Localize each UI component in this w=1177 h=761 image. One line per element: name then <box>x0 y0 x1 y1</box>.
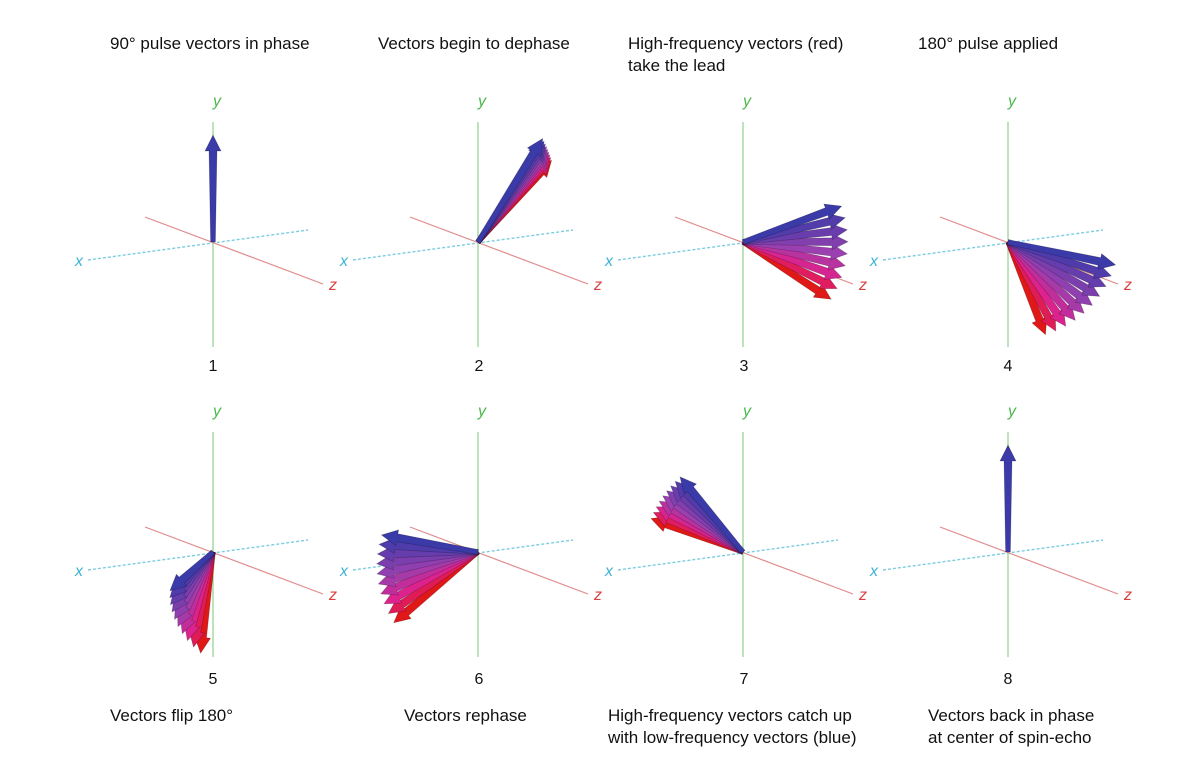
y-axis-label: y <box>1007 403 1017 420</box>
magnetization-vector <box>1007 239 1117 270</box>
caption-panel-3: High-frequency vectors (red) take the le… <box>628 34 844 75</box>
x-axis-line <box>352 229 574 261</box>
z-axis-label: z <box>328 277 337 294</box>
panel-1: x y z <box>74 93 337 347</box>
z-axis-label: z <box>858 587 867 604</box>
y-axis-label: y <box>212 93 222 110</box>
z-axis-label: z <box>858 277 867 294</box>
caption-panel-6: Vectors rephase <box>404 706 527 725</box>
x-axis-label: x <box>604 563 614 580</box>
y-axis-label: y <box>742 93 752 110</box>
panel-5: x y z <box>74 403 337 657</box>
z-axis-line <box>939 526 1119 595</box>
y-axis-label: y <box>477 403 487 420</box>
x-axis-label: x <box>869 253 879 270</box>
panel-number-1: 1 <box>208 358 218 375</box>
magnetization-vector <box>475 137 544 244</box>
y-axis-label: y <box>1007 93 1017 110</box>
panel-number-6: 6 <box>474 671 484 688</box>
x-axis-label: x <box>869 563 879 580</box>
panel-3: x y z <box>604 93 867 347</box>
panel-number-4: 4 <box>1003 358 1013 375</box>
x-axis-line <box>617 539 839 571</box>
magnetization-vector <box>679 476 746 554</box>
z-axis-label: z <box>593 587 602 604</box>
panel-8: x y z <box>869 403 1132 657</box>
panel-number-3: 3 <box>739 358 749 375</box>
panel-2: x y z <box>339 93 602 347</box>
caption-panel-7: High-frequency vectors catch up with low… <box>608 706 857 747</box>
y-axis-label: y <box>742 403 752 420</box>
x-axis-label: x <box>74 253 84 270</box>
panel-number-8: 8 <box>1003 671 1013 688</box>
z-axis-line <box>144 526 324 595</box>
x-axis-label: x <box>339 563 349 580</box>
panel-6: x y z <box>339 403 602 657</box>
x-axis-line <box>882 539 1104 571</box>
z-axis-label: z <box>1123 587 1132 604</box>
panel-number-2: 2 <box>474 358 484 375</box>
x-axis-label: x <box>74 563 84 580</box>
caption-panel-4: 180° pulse applied <box>918 34 1059 53</box>
x-axis-label: x <box>339 253 349 270</box>
caption-panel-2: Vectors begin to dephase <box>378 34 570 53</box>
x-axis-line <box>87 229 309 261</box>
panel-4: x y z <box>869 93 1132 347</box>
x-axis-line <box>87 539 309 571</box>
x-axis-label: x <box>604 253 614 270</box>
y-axis-label: y <box>477 93 487 110</box>
magnetization-vector <box>999 444 1017 553</box>
z-axis-label: z <box>593 277 602 294</box>
caption-panel-5: Vectors flip 180° <box>110 706 234 725</box>
z-axis-line <box>409 526 589 595</box>
x-axis-line <box>882 229 1104 261</box>
z-axis-line <box>144 216 324 285</box>
panel-number-7: 7 <box>739 671 749 688</box>
z-axis-line <box>409 216 589 285</box>
magnetization-vector <box>380 529 479 555</box>
y-axis-label: y <box>212 403 222 420</box>
caption-panel-8: Vectors back in phase at center of spin-… <box>928 706 1095 747</box>
panel-number-5: 5 <box>208 671 218 688</box>
magnetization-vector <box>204 134 222 243</box>
z-axis-label: z <box>328 587 337 604</box>
caption-panel-1: 90° pulse vectors in phase <box>110 34 310 53</box>
panel-7: x y z <box>604 403 867 657</box>
z-axis-label: z <box>1123 277 1132 294</box>
magnetization-vector <box>741 203 843 245</box>
magnetization-vector <box>169 549 216 592</box>
